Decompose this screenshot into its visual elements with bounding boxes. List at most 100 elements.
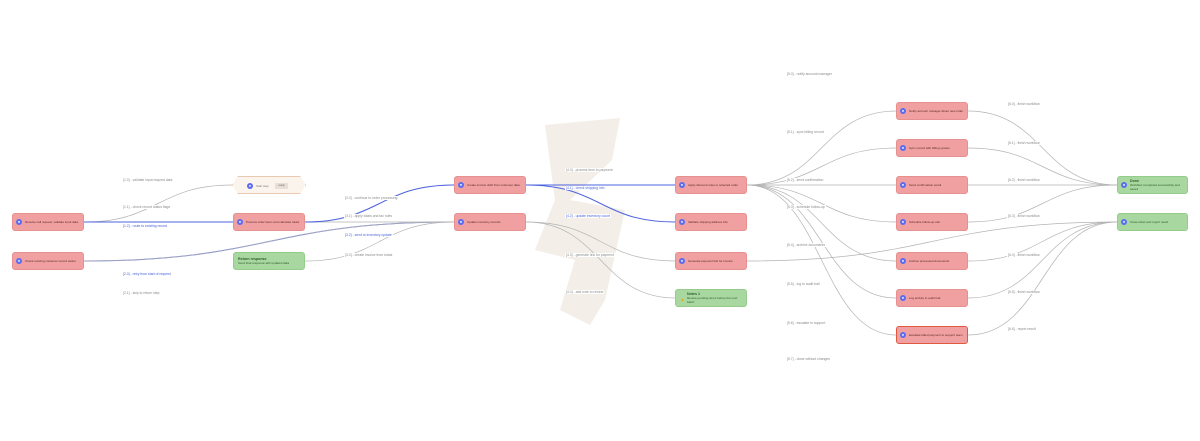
edge-connector[interactable] bbox=[304, 221, 455, 262]
edge-label[interactable]: [3.1] - apply totals and tax rules bbox=[344, 214, 394, 218]
edge-connector[interactable] bbox=[967, 221, 1118, 262]
node-text: Send final response with updated data bbox=[238, 261, 290, 265]
edge-label[interactable]: [6.0] - finish workflow bbox=[1007, 102, 1041, 106]
step-icon: ● bbox=[16, 258, 22, 264]
node-n16[interactable]: ● Log activity to audit trail bbox=[896, 289, 968, 307]
node-n17[interactable]: ● Escalate failed payment to support tea… bbox=[896, 326, 968, 344]
edge-connector[interactable] bbox=[746, 184, 897, 336]
edge-layer bbox=[83, 110, 1118, 336]
node-text: Receive call request, validate input dat… bbox=[25, 220, 79, 224]
edge-label[interactable]: [4.1] - check shipping info bbox=[565, 186, 606, 190]
start-node-label: Start step bbox=[256, 184, 269, 188]
edge-label[interactable]: [6.2] - finish workflow bbox=[1007, 178, 1041, 182]
edge-label[interactable]: [6.5] - finish workflow bbox=[1007, 290, 1041, 294]
node-n11[interactable]: ● Notify account manager about new order bbox=[896, 102, 968, 120]
step-icon: ● bbox=[458, 182, 464, 188]
node-text: Check existing customer record status bbox=[25, 259, 76, 263]
node-n15[interactable]: ● Archive processed documents bbox=[896, 252, 968, 270]
edge-connector[interactable] bbox=[83, 221, 455, 262]
edge-label[interactable]: [3.2] - send to inventory update bbox=[344, 233, 393, 237]
node-text: Review pending items before the next bat… bbox=[687, 296, 738, 304]
edge-label[interactable]: [5.7] - close without changes bbox=[786, 357, 831, 361]
edge-connector[interactable] bbox=[967, 110, 1118, 186]
edge-label[interactable]: [3.3] - create invoice from totals bbox=[344, 253, 394, 257]
node-text: Archive processed documents bbox=[909, 259, 950, 263]
edge-label[interactable]: [6.1] - finish workflow bbox=[1007, 141, 1041, 145]
edge-connector[interactable] bbox=[746, 221, 1118, 262]
edge-label[interactable]: [5.5] - log to audit trail bbox=[786, 282, 821, 286]
edge-connector[interactable] bbox=[746, 184, 897, 262]
node-n7[interactable]: ● Apply discount rules to selected order bbox=[675, 176, 747, 194]
edge-label[interactable]: [2.0] - retry from start of request bbox=[122, 272, 172, 276]
node-text: Notify account manager about new order bbox=[909, 109, 964, 113]
edge-label[interactable]: [3.0] - continue to order processing bbox=[344, 196, 399, 200]
node-n3[interactable]: ● Process order items and calculate tota… bbox=[233, 213, 305, 231]
edge-label[interactable]: [1.0] - validate input request data bbox=[122, 178, 174, 182]
edge-connector[interactable] bbox=[304, 184, 455, 223]
node-title: Done bbox=[1130, 179, 1139, 183]
node-text: Generate payment link for invoice bbox=[688, 259, 733, 263]
edge-connector[interactable] bbox=[967, 221, 1118, 299]
node-n18[interactable]: ● Done Workflow completed successfully a… bbox=[1117, 176, 1188, 194]
node-text: Send confirmation email bbox=[909, 183, 942, 187]
edge-label[interactable]: [5.0] - notify account manager bbox=[786, 72, 833, 76]
edge-connector[interactable] bbox=[967, 147, 1118, 186]
node-n14[interactable]: ● Schedule follow-up call bbox=[896, 213, 968, 231]
edge-label[interactable]: [4.3] - generate link for payment bbox=[565, 253, 615, 257]
node-n9[interactable]: ● Generate payment link for invoice bbox=[675, 252, 747, 270]
edge-label[interactable]: [5.1] - sync billing record bbox=[786, 130, 825, 134]
edge-label[interactable]: [5.2] - send confirmation bbox=[786, 178, 825, 182]
edge-connector[interactable] bbox=[746, 147, 897, 186]
node-text: Escalate failed payment to support team bbox=[909, 333, 963, 337]
edge-connector[interactable] bbox=[746, 184, 897, 299]
node-n5[interactable]: ● Create invoice draft from customer dat… bbox=[454, 176, 526, 194]
node-text: Process order items and calculate totals bbox=[246, 220, 300, 224]
edge-label[interactable]: [6.6] - report result bbox=[1007, 327, 1037, 331]
edge-connector[interactable] bbox=[83, 184, 233, 223]
start-node[interactable]: ● Start step ready bbox=[232, 176, 306, 194]
edge-connector[interactable] bbox=[525, 221, 676, 299]
node-n4[interactable]: Return response Send final response with… bbox=[233, 252, 305, 270]
node-n12[interactable]: ● Sync record with billing system bbox=[896, 139, 968, 157]
edge-label[interactable]: [4.4] - add note to review bbox=[565, 290, 605, 294]
step-icon: ● bbox=[900, 295, 906, 301]
step-icon: ● bbox=[1121, 182, 1127, 188]
node-title: Notes 1 bbox=[687, 292, 700, 296]
node-n13[interactable]: ● Send confirmation email bbox=[896, 176, 968, 194]
node-text: Create invoice draft from customer data bbox=[467, 183, 520, 187]
step-icon: ● bbox=[1121, 219, 1127, 225]
edge-connector[interactable] bbox=[746, 110, 897, 186]
edge-label[interactable]: [4.2] - update inventory count bbox=[565, 214, 611, 218]
node-n1[interactable]: ● Receive call request, validate input d… bbox=[12, 213, 84, 231]
edge-label[interactable]: [1.2] - route to existing record bbox=[122, 224, 169, 228]
step-icon: ● bbox=[237, 219, 243, 225]
node-title: Return response bbox=[238, 257, 267, 261]
edge-connector[interactable] bbox=[967, 221, 1118, 336]
edge-label[interactable]: [1.1] - check record status flags bbox=[122, 205, 172, 209]
edge-connector[interactable] bbox=[746, 184, 897, 223]
watermark-logo bbox=[535, 118, 625, 325]
edge-label[interactable]: [4.0] - process item to payment bbox=[565, 168, 614, 172]
start-node-chip[interactable]: ready bbox=[275, 183, 288, 189]
edge-label[interactable]: [2.1] - skip to return step bbox=[122, 291, 161, 295]
edge-label[interactable]: [5.4] - archive documents bbox=[786, 243, 827, 247]
edge-label[interactable]: [6.4] - finish workflow bbox=[1007, 253, 1041, 257]
start-icon: ● bbox=[247, 183, 253, 189]
node-n6[interactable]: ● Update inventory records bbox=[454, 213, 526, 231]
step-icon: ● bbox=[900, 219, 906, 225]
node-text: Apply discount rules to selected order bbox=[688, 183, 739, 187]
step-icon: ● bbox=[900, 182, 906, 188]
edge-label[interactable]: [6.3] - finish workflow bbox=[1007, 214, 1041, 218]
node-n10[interactable]: ▲ Notes 1 Review pending items before th… bbox=[675, 289, 747, 307]
node-n2[interactable]: ● Check existing customer record status bbox=[12, 252, 84, 270]
edge-connector[interactable] bbox=[967, 184, 1118, 223]
edge-connector[interactable] bbox=[525, 184, 676, 223]
node-n8[interactable]: ● Validate shipping address info bbox=[675, 213, 747, 231]
edge-label[interactable]: [5.6] - escalate to support bbox=[786, 321, 827, 325]
edge-connector[interactable] bbox=[525, 221, 676, 262]
node-text: Log activity to audit trail bbox=[909, 296, 941, 300]
step-icon: ● bbox=[679, 182, 685, 188]
node-n19[interactable]: ● Close ticket and report result bbox=[1117, 213, 1188, 231]
edge-label[interactable]: [5.3] - schedule follow-up bbox=[786, 205, 826, 209]
